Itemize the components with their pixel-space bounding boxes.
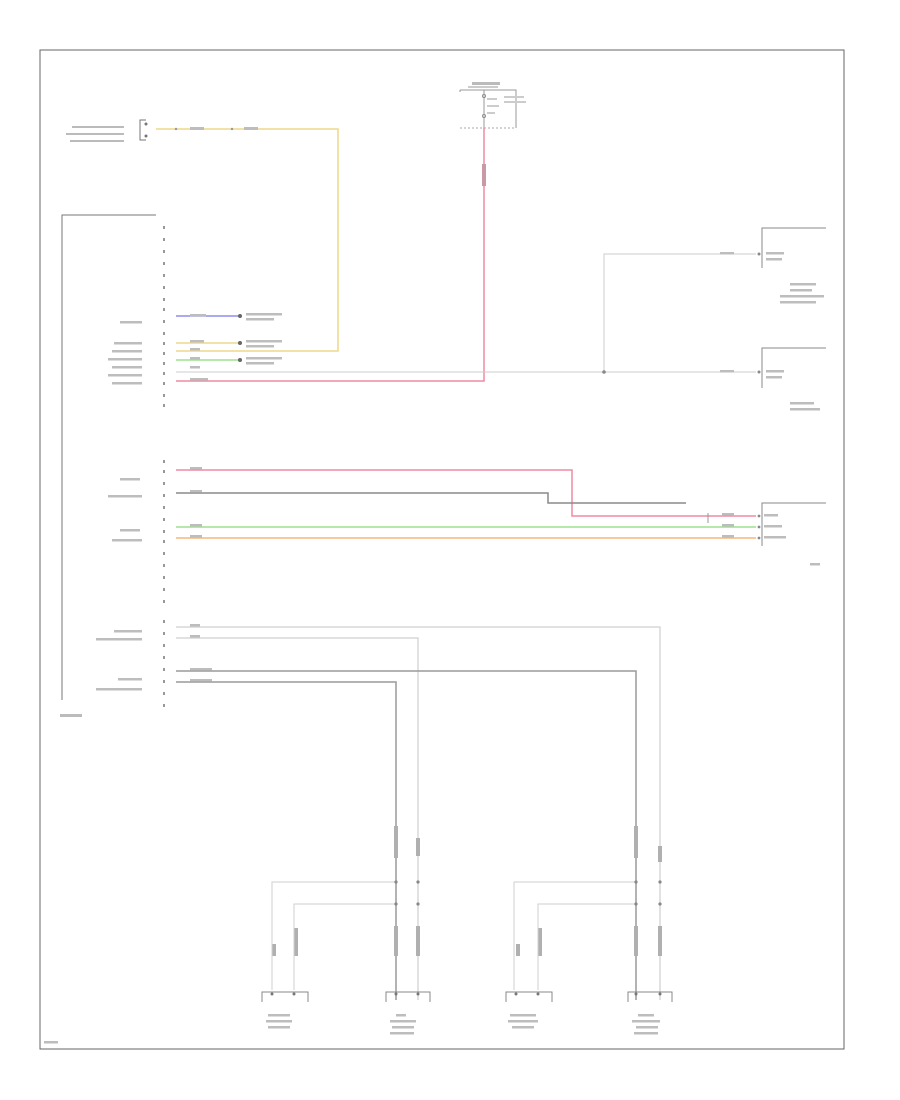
right-speaker-branch-1 (513, 881, 636, 990)
top-left-component (66, 119, 148, 142)
pin-column-2 (163, 460, 165, 603)
right-passenger-door-speaker (627, 991, 673, 1035)
right-connector-module (757, 502, 826, 566)
speaker-wire-a (176, 626, 661, 1000)
radio-bracket (61, 214, 156, 700)
left-door-speaker (261, 991, 309, 1029)
radio-left-labels (108, 321, 142, 385)
gray-branch (603, 253, 756, 373)
pin-column-1 (163, 226, 165, 407)
bottom-left-labels (96, 630, 142, 691)
left-passenger-door-speaker (385, 991, 431, 1035)
middle-left-labels (108, 478, 142, 542)
right-module-1 (720, 227, 826, 304)
left-speaker-branch-1 (271, 881, 396, 990)
page-id-mark (44, 1041, 58, 1044)
dark-signal-wire (176, 492, 686, 504)
speaker-wire-b (176, 637, 419, 1000)
speaker-wire-d (176, 681, 397, 1000)
right-speaker-branch-2 (537, 903, 636, 990)
right-module-2 (720, 347, 826, 411)
vertical-wire-tags (272, 826, 662, 956)
connector-stubs (238, 313, 282, 365)
diagram-frame (39, 49, 845, 1050)
red-signal-wire (176, 469, 756, 517)
speaker-wire-c (176, 670, 637, 1000)
fuse-block (459, 82, 526, 129)
yellow-wire-top (156, 128, 339, 352)
red-feed-wire (176, 128, 485, 382)
left-speaker-branch-2 (293, 903, 396, 990)
pin-column-3 (163, 620, 165, 707)
right-door-speaker (505, 991, 553, 1029)
